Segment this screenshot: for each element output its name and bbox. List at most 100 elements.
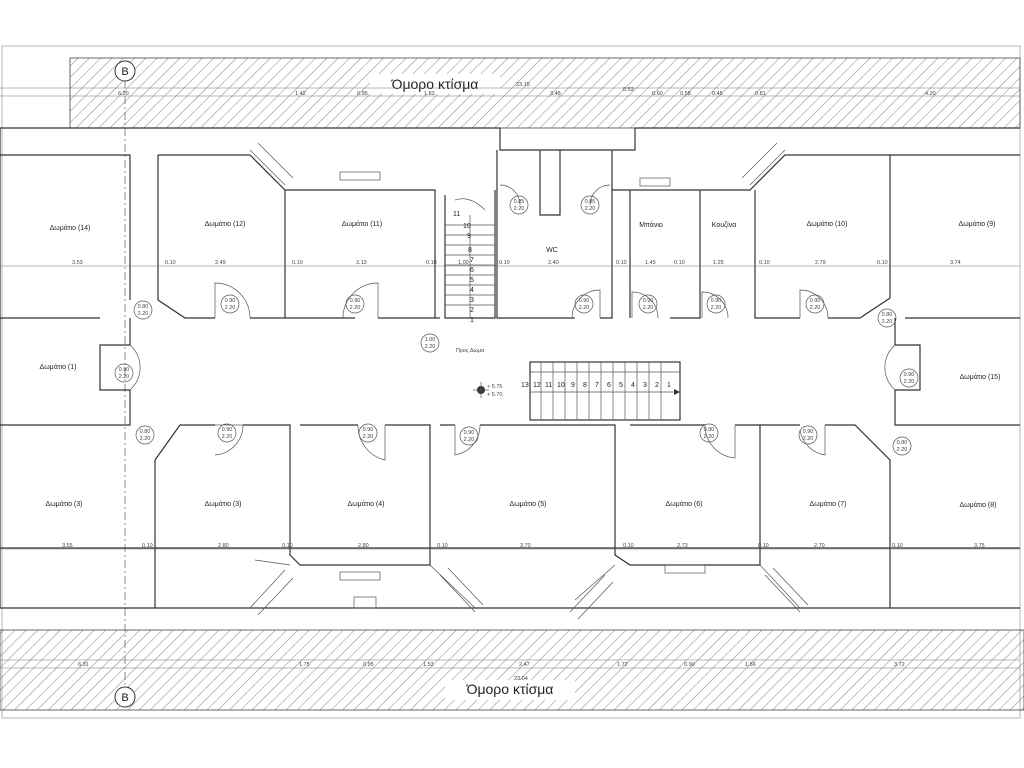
svg-text:3.53: 3.53: [72, 260, 83, 266]
svg-text:1.83: 1.83: [424, 91, 435, 97]
room-dimensions-top: 3.53 0.10 2.49 0.10 3.13 0.10 1.00 0.10 …: [72, 260, 961, 266]
room-labels: Δωμάτιο (14) Δωμάτιο (12) Δωμάτιο (11) W…: [40, 220, 1001, 509]
bottom-dimensions: 6.31 1.75 0.95 1.53 2.47 1.72 0.90 1.66 …: [78, 662, 905, 682]
svg-text:2.20: 2.20: [363, 434, 374, 440]
svg-text:0.85: 0.85: [514, 199, 525, 205]
svg-text:2.20: 2.20: [350, 305, 361, 311]
svg-text:2.79: 2.79: [815, 260, 826, 266]
room-7-label: Δωμάτιο (7): [810, 500, 847, 508]
wc-label: WC: [546, 247, 558, 254]
svg-text:3.48: 3.48: [550, 91, 561, 97]
axis-marker-bottom: [114, 686, 136, 708]
svg-text:6.31: 6.31: [78, 662, 89, 668]
bay-windows: [249, 142, 809, 620]
room-8-label: Δωμάτιο (8): [960, 501, 997, 509]
svg-text:4.20: 4.20: [925, 91, 936, 97]
svg-text:2.20: 2.20: [810, 305, 821, 311]
svg-text:0.90: 0.90: [222, 427, 233, 433]
svg-text:2.40: 2.40: [548, 260, 559, 266]
svg-text:2.20: 2.20: [425, 344, 436, 350]
svg-text:2.20: 2.20: [579, 305, 590, 311]
svg-text:2.20: 2.20: [140, 436, 151, 442]
top-row-walls: [0, 150, 1020, 319]
room-11-label: Δωμάτιο (11): [342, 220, 382, 228]
doors: 0.85 2.20 0.85 2.20 0.90 2.20 0.90 2.20 …: [114, 184, 919, 461]
svg-text:0.10: 0.10: [759, 260, 770, 266]
svg-text:6: 6: [470, 267, 474, 274]
axis-marker-top: [114, 60, 136, 82]
svg-text:2.80: 2.80: [218, 543, 229, 549]
svg-text:2.20: 2.20: [904, 379, 915, 385]
svg-text:+ 5.70: + 5.70: [487, 392, 502, 398]
svg-text:0.10: 0.10: [165, 260, 176, 266]
svg-text:0.90: 0.90: [643, 298, 654, 304]
svg-text:2.20: 2.20: [711, 305, 722, 311]
svg-text:+ 5.75: + 5.75: [487, 384, 502, 390]
svg-text:1: 1: [667, 382, 671, 389]
svg-text:4: 4: [470, 287, 474, 294]
svg-text:0.80: 0.80: [140, 429, 151, 435]
neighbor-label-bottom: Όμορο κτίσμα: [466, 681, 554, 697]
svg-text:2.70: 2.70: [814, 543, 825, 549]
svg-text:0.45: 0.45: [712, 91, 723, 97]
room-3a-label: Δωμάτιο (3): [46, 500, 83, 508]
svg-text:2.49: 2.49: [215, 260, 226, 266]
room-9-label: Δωμάτιο (9): [959, 220, 996, 228]
room-14-label: Δωμάτιο (14): [50, 224, 91, 232]
svg-text:0.80: 0.80: [138, 304, 149, 310]
svg-text:0.10: 0.10: [426, 260, 437, 266]
svg-text:0.10: 0.10: [877, 260, 888, 266]
svg-text:0.10: 0.10: [623, 543, 634, 549]
svg-text:0.53: 0.53: [623, 87, 634, 93]
svg-text:0.90: 0.90: [810, 298, 821, 304]
neighbor-building-top: [69, 57, 1021, 129]
svg-text:0.81: 0.81: [755, 91, 766, 97]
svg-text:2.20: 2.20: [222, 434, 233, 440]
svg-text:0.10: 0.10: [142, 543, 153, 549]
svg-text:0.10: 0.10: [892, 543, 903, 549]
svg-text:2: 2: [655, 382, 659, 389]
bottom-row-walls: [0, 424, 1020, 609]
svg-text:8: 8: [468, 247, 472, 254]
svg-text:0.80: 0.80: [882, 312, 893, 318]
svg-text:3.55: 3.55: [62, 543, 73, 549]
svg-text:2.73: 2.73: [677, 543, 688, 549]
svg-text:2: 2: [470, 307, 474, 314]
svg-text:0.95: 0.95: [357, 91, 368, 97]
svg-text:3.13: 3.13: [356, 260, 367, 266]
svg-text:2.20: 2.20: [225, 305, 236, 311]
outer-wall-top: [0, 127, 1020, 151]
svg-text:9: 9: [467, 233, 471, 240]
svg-text:0.90: 0.90: [579, 298, 590, 304]
svg-text:1.72: 1.72: [617, 662, 628, 668]
svg-text:0.80: 0.80: [897, 440, 908, 446]
svg-text:0.95: 0.95: [363, 662, 374, 668]
svg-text:0.10: 0.10: [758, 543, 769, 549]
room-4-label: Δωμάτιο (4): [348, 500, 385, 508]
svg-text:2.20: 2.20: [138, 311, 149, 317]
svg-text:0.10: 0.10: [499, 260, 510, 266]
window-tag: [353, 596, 377, 609]
svg-text:23.04: 23.04: [514, 676, 528, 682]
top-dimensions: 6.20 1.42 0.95 1.83 3.48 0.53 0.60 0.58 …: [118, 82, 936, 97]
svg-text:3.72: 3.72: [894, 662, 905, 668]
svg-text:5: 5: [619, 382, 623, 389]
svg-text:2.20: 2.20: [704, 434, 715, 440]
svg-text:0.90: 0.90: [704, 427, 715, 433]
room-1-label: Δωμάτιο (1): [40, 363, 77, 371]
svg-text:11: 11: [453, 211, 460, 218]
svg-text:8: 8: [583, 382, 587, 389]
svg-text:0.90: 0.90: [684, 662, 695, 668]
svg-text:7: 7: [470, 257, 474, 264]
svg-text:3.74: 3.74: [950, 260, 961, 266]
svg-text:2.20: 2.20: [897, 447, 908, 453]
svg-text:0.90: 0.90: [904, 372, 915, 378]
svg-text:1.66: 1.66: [745, 662, 756, 668]
svg-text:0.10: 0.10: [282, 543, 293, 549]
svg-text:3: 3: [470, 297, 474, 304]
room-10-label: Δωμάτιο (10): [807, 220, 848, 228]
svg-text:1.00: 1.00: [458, 260, 469, 266]
bathroom-label: Μπάνιο: [639, 221, 663, 229]
svg-text:0.10: 0.10: [674, 260, 685, 266]
